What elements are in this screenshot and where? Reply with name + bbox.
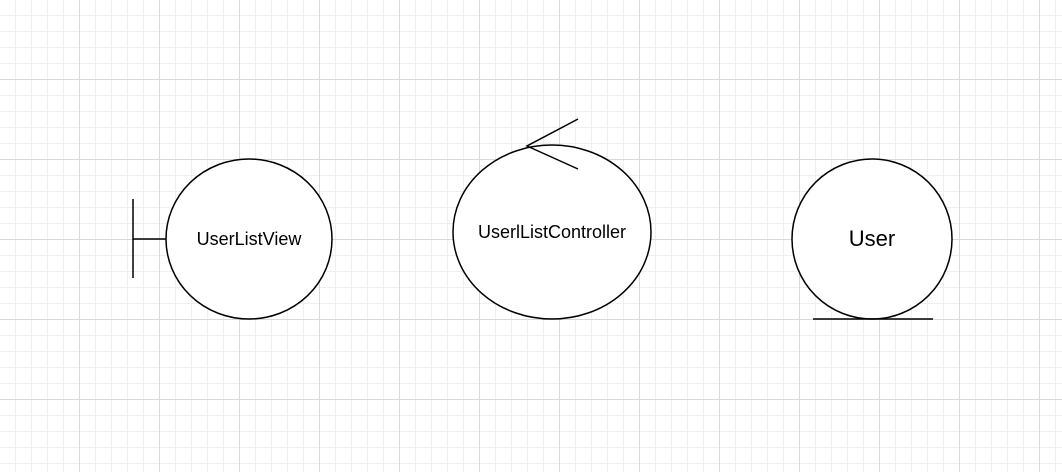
entity-label: User: [849, 226, 895, 251]
control-object[interactable]: UserlListController: [452, 118, 652, 320]
control-arrowhead: [525, 118, 579, 170]
control-circle: [452, 144, 652, 320]
boundary-label: UserListView: [197, 229, 303, 249]
boundary-object[interactable]: UserListView: [132, 158, 333, 320]
control-label: UserlListController: [478, 222, 626, 242]
entity-object[interactable]: User: [791, 158, 953, 320]
boundary-circle: [165, 158, 333, 320]
